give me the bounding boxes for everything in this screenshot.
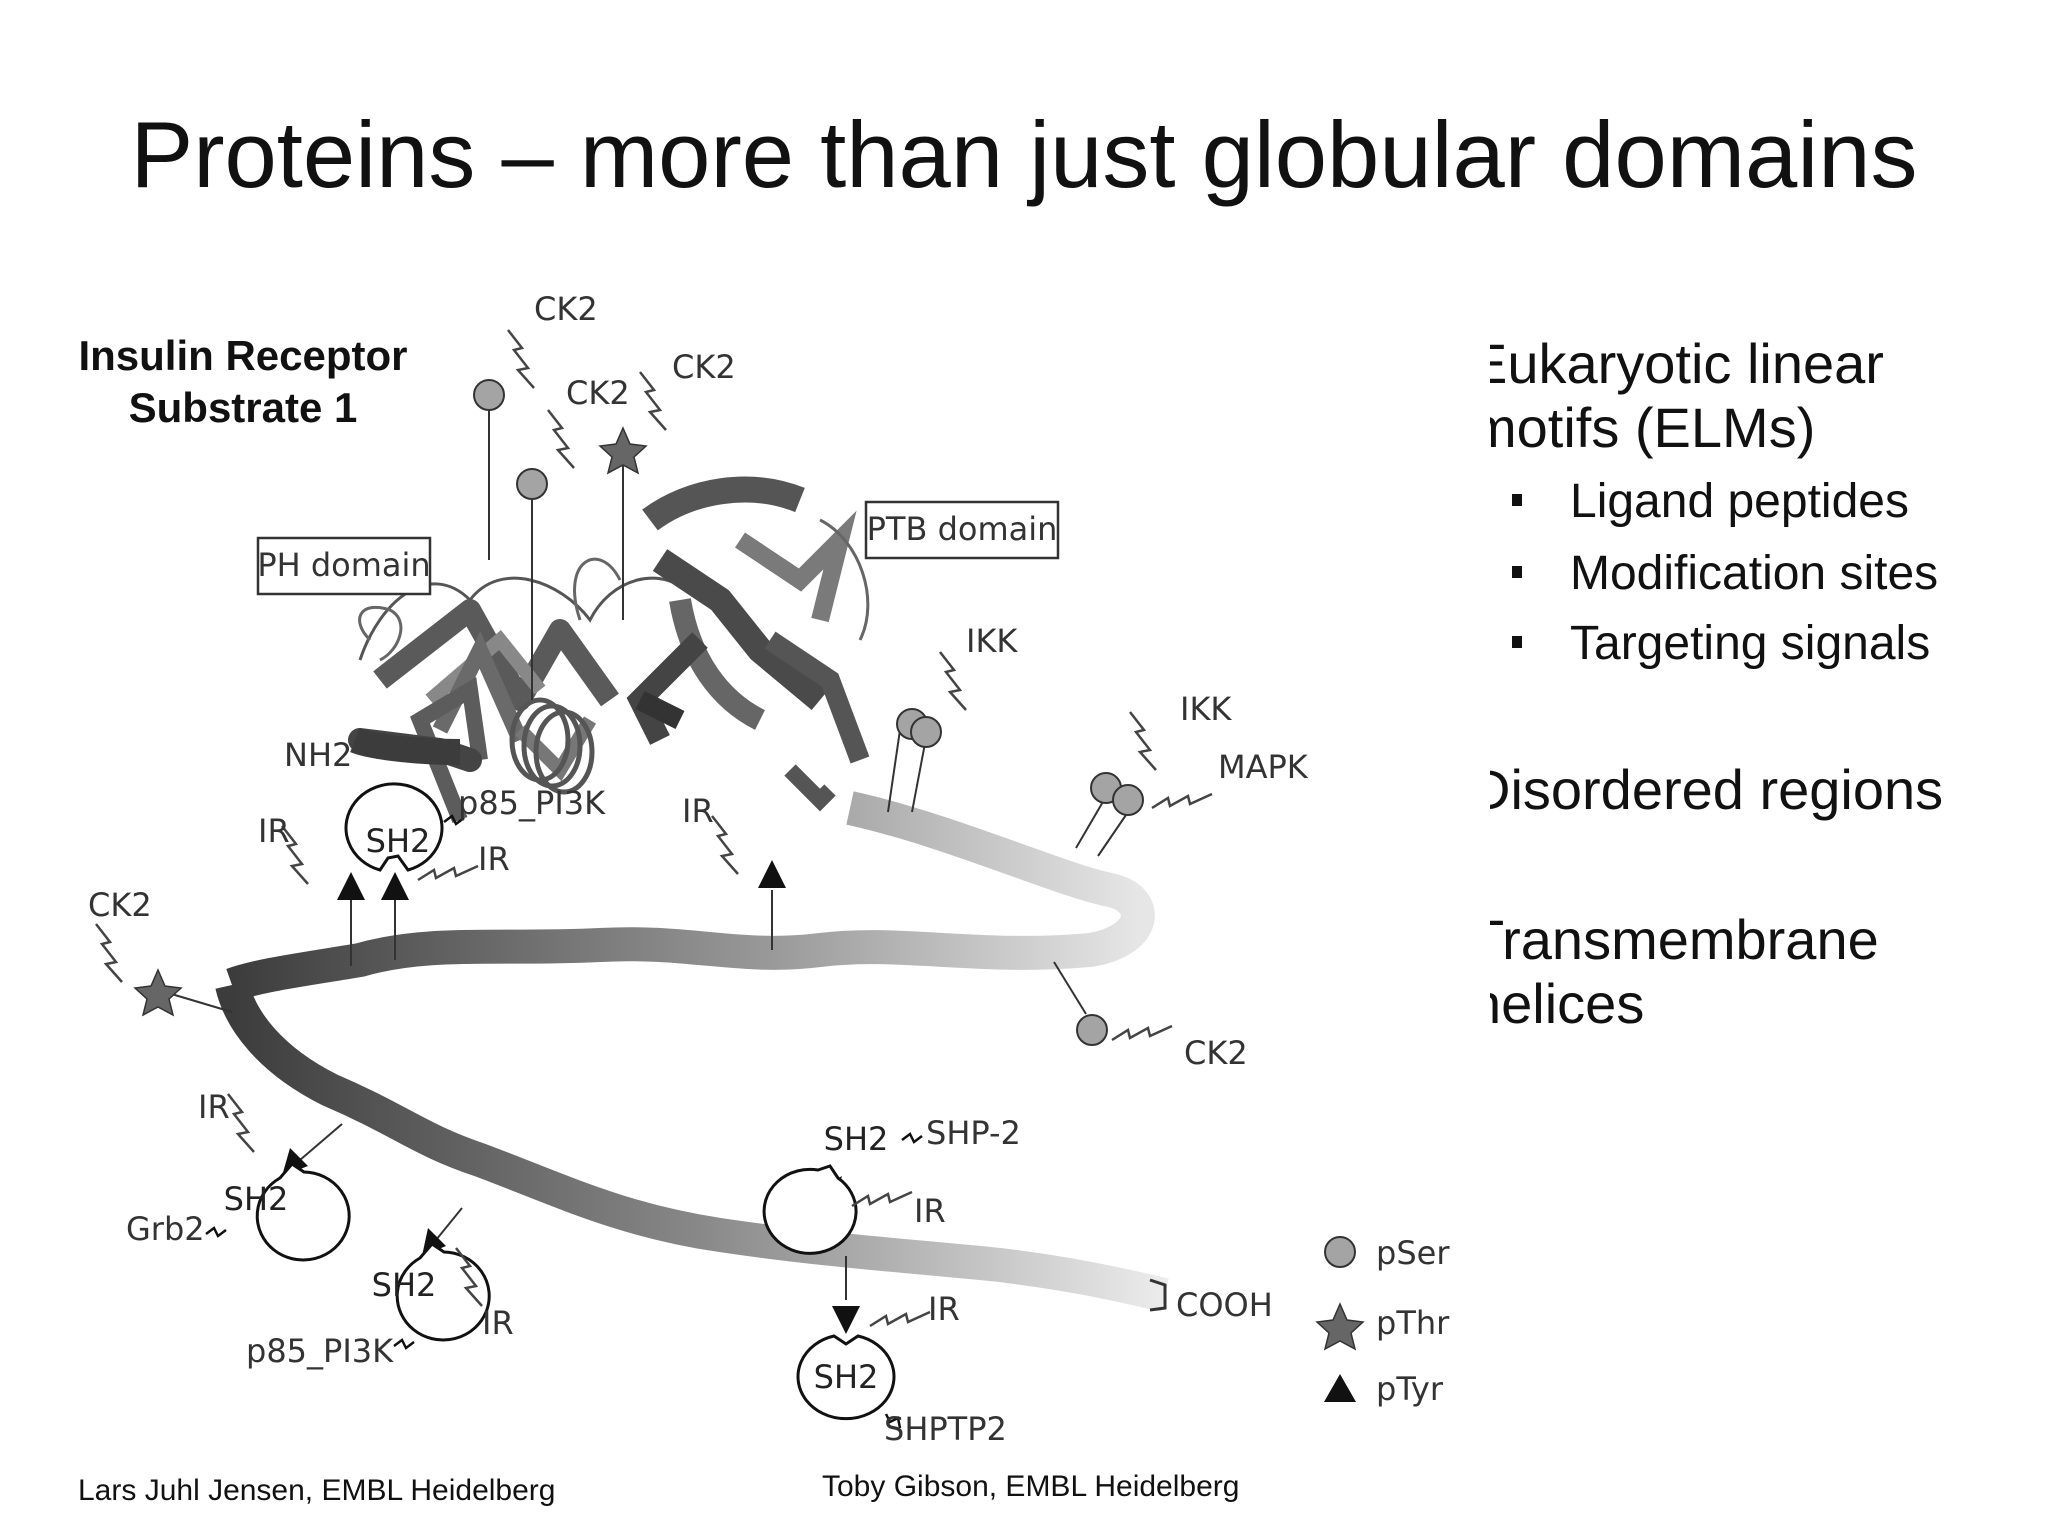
figure-title-line-1: Insulin Receptor: [78, 332, 408, 379]
ph-domain-box: PH domain: [256, 536, 432, 596]
sub-bullet-marker: [1512, 636, 1522, 648]
credit-left: Lars Juhl Jensen, EMBL Heidelberg: [78, 1474, 556, 1507]
grb2-sh2: SH2 IR Grb2: [126, 1088, 351, 1262]
sh2-label: SH2: [224, 1180, 289, 1218]
sh2-label: SH2: [824, 1120, 889, 1158]
grb2-label: Grb2: [126, 1210, 205, 1248]
shptp2-label: SHPTP2: [884, 1410, 1007, 1448]
pser-legend-icon: [1324, 1236, 1356, 1268]
sub-bullet-modification-sites: Modification sites: [1570, 547, 1939, 600]
ptyr-site-mid: IR: [682, 792, 786, 950]
ir-label: IR: [482, 1304, 514, 1342]
sh2-p85-top: SH2 p85_PI3K: [344, 782, 606, 872]
sub-bullet-ligand-peptides: Ligand peptides: [1570, 475, 1909, 528]
n-terminus-label: NH2: [284, 736, 352, 774]
ir-label: IR: [258, 812, 290, 850]
globular-domain-structure: [348, 476, 870, 823]
ir-label: IR: [914, 1192, 946, 1230]
ikk-site: IKK: [887, 622, 1018, 813]
ck2-site-top-thr: CK2: [598, 348, 736, 620]
bullet-list: Eukaryotic linear motifs (ELMs) Ligand p…: [1490, 0, 2048, 1100]
sh2-label: SH2: [372, 1266, 437, 1304]
disordered-region-ribbon: [215, 727, 1169, 1312]
bullet-transmembrane-line-2: helices: [1490, 972, 1645, 1035]
ikk-mapk-site: IKK MAPK: [1075, 690, 1309, 857]
ir-label: IR: [478, 840, 510, 878]
credit-right: Toby Gibson, EMBL Heidelberg: [822, 1470, 1240, 1503]
p85-pi3k-label: p85_PI3K: [246, 1332, 394, 1370]
ck2-label: CK2: [534, 290, 598, 328]
p85-pi3k-label: p85_PI3K: [458, 784, 606, 822]
ptb-domain-box: PTB domain: [864, 500, 1060, 560]
shp2-label: SHP-2: [926, 1114, 1021, 1152]
ck2-label: CK2: [566, 374, 630, 412]
ck2-site-left: CK2: [88, 886, 233, 1017]
pthr-legend-icon: [1315, 1302, 1365, 1351]
sub-bullet-targeting-signals: Targeting signals: [1570, 617, 1931, 670]
ptb-domain-label: PTB domain: [867, 510, 1058, 548]
ck2-site-top-left: CK2: [473, 290, 598, 560]
sub-bullet-marker: [1512, 566, 1522, 578]
bullet-elms-line-1: Eukaryotic linear: [1490, 332, 1884, 395]
sh2-label: SH2: [814, 1358, 879, 1396]
figure-title-line-2: Substrate 1: [128, 384, 358, 431]
ck2-label: CK2: [1184, 1034, 1248, 1072]
ck2-label: CK2: [672, 348, 736, 386]
bullet-disordered-regions: Disordered regions: [1490, 758, 1944, 821]
p85-sh2-bottom: SH2 IR p85_PI3K: [246, 1207, 514, 1370]
mapk-label: MAPK: [1218, 748, 1309, 786]
shptp2-sh2: SH2 IR SHPTP2: [796, 1256, 1007, 1448]
ir-label: IR: [928, 1290, 960, 1328]
bullet-transmembrane-line-1: Transmembrane: [1490, 908, 1879, 971]
sub-bullet-marker: [1512, 494, 1522, 506]
c-terminus-label: COOH: [1176, 1286, 1273, 1324]
ck2-site-right: CK2: [1053, 961, 1248, 1072]
ikk-label: IKK: [966, 622, 1018, 660]
ikk-label: IKK: [1180, 690, 1232, 728]
pthr-legend-label: pThr: [1376, 1304, 1450, 1342]
ir-label: IR: [198, 1088, 230, 1126]
ph-domain-label: PH domain: [257, 546, 430, 584]
legend: pSer pThr pTyr: [1315, 1234, 1450, 1408]
bullet-elms-line-2: motifs (ELMs): [1490, 396, 1816, 459]
ptyr-legend-label: pTyr: [1376, 1370, 1444, 1408]
slide-title: Proteins – more than just globular domai…: [130, 102, 1918, 207]
ck2-site-top-mid: CK2: [516, 374, 630, 700]
ck2-label: CK2: [88, 886, 152, 924]
ir-label: IR: [682, 792, 714, 830]
ptyr-legend-icon: [1324, 1374, 1356, 1402]
ptyr-sites-upper-left: IR IR: [258, 812, 510, 966]
sh2-label: SH2: [366, 822, 431, 860]
pser-legend-label: pSer: [1376, 1234, 1450, 1272]
shp2-sh2: SH2 SHP-2 IR: [762, 1114, 1021, 1255]
figure-title: Insulin Receptor Substrate 1: [58, 330, 428, 434]
